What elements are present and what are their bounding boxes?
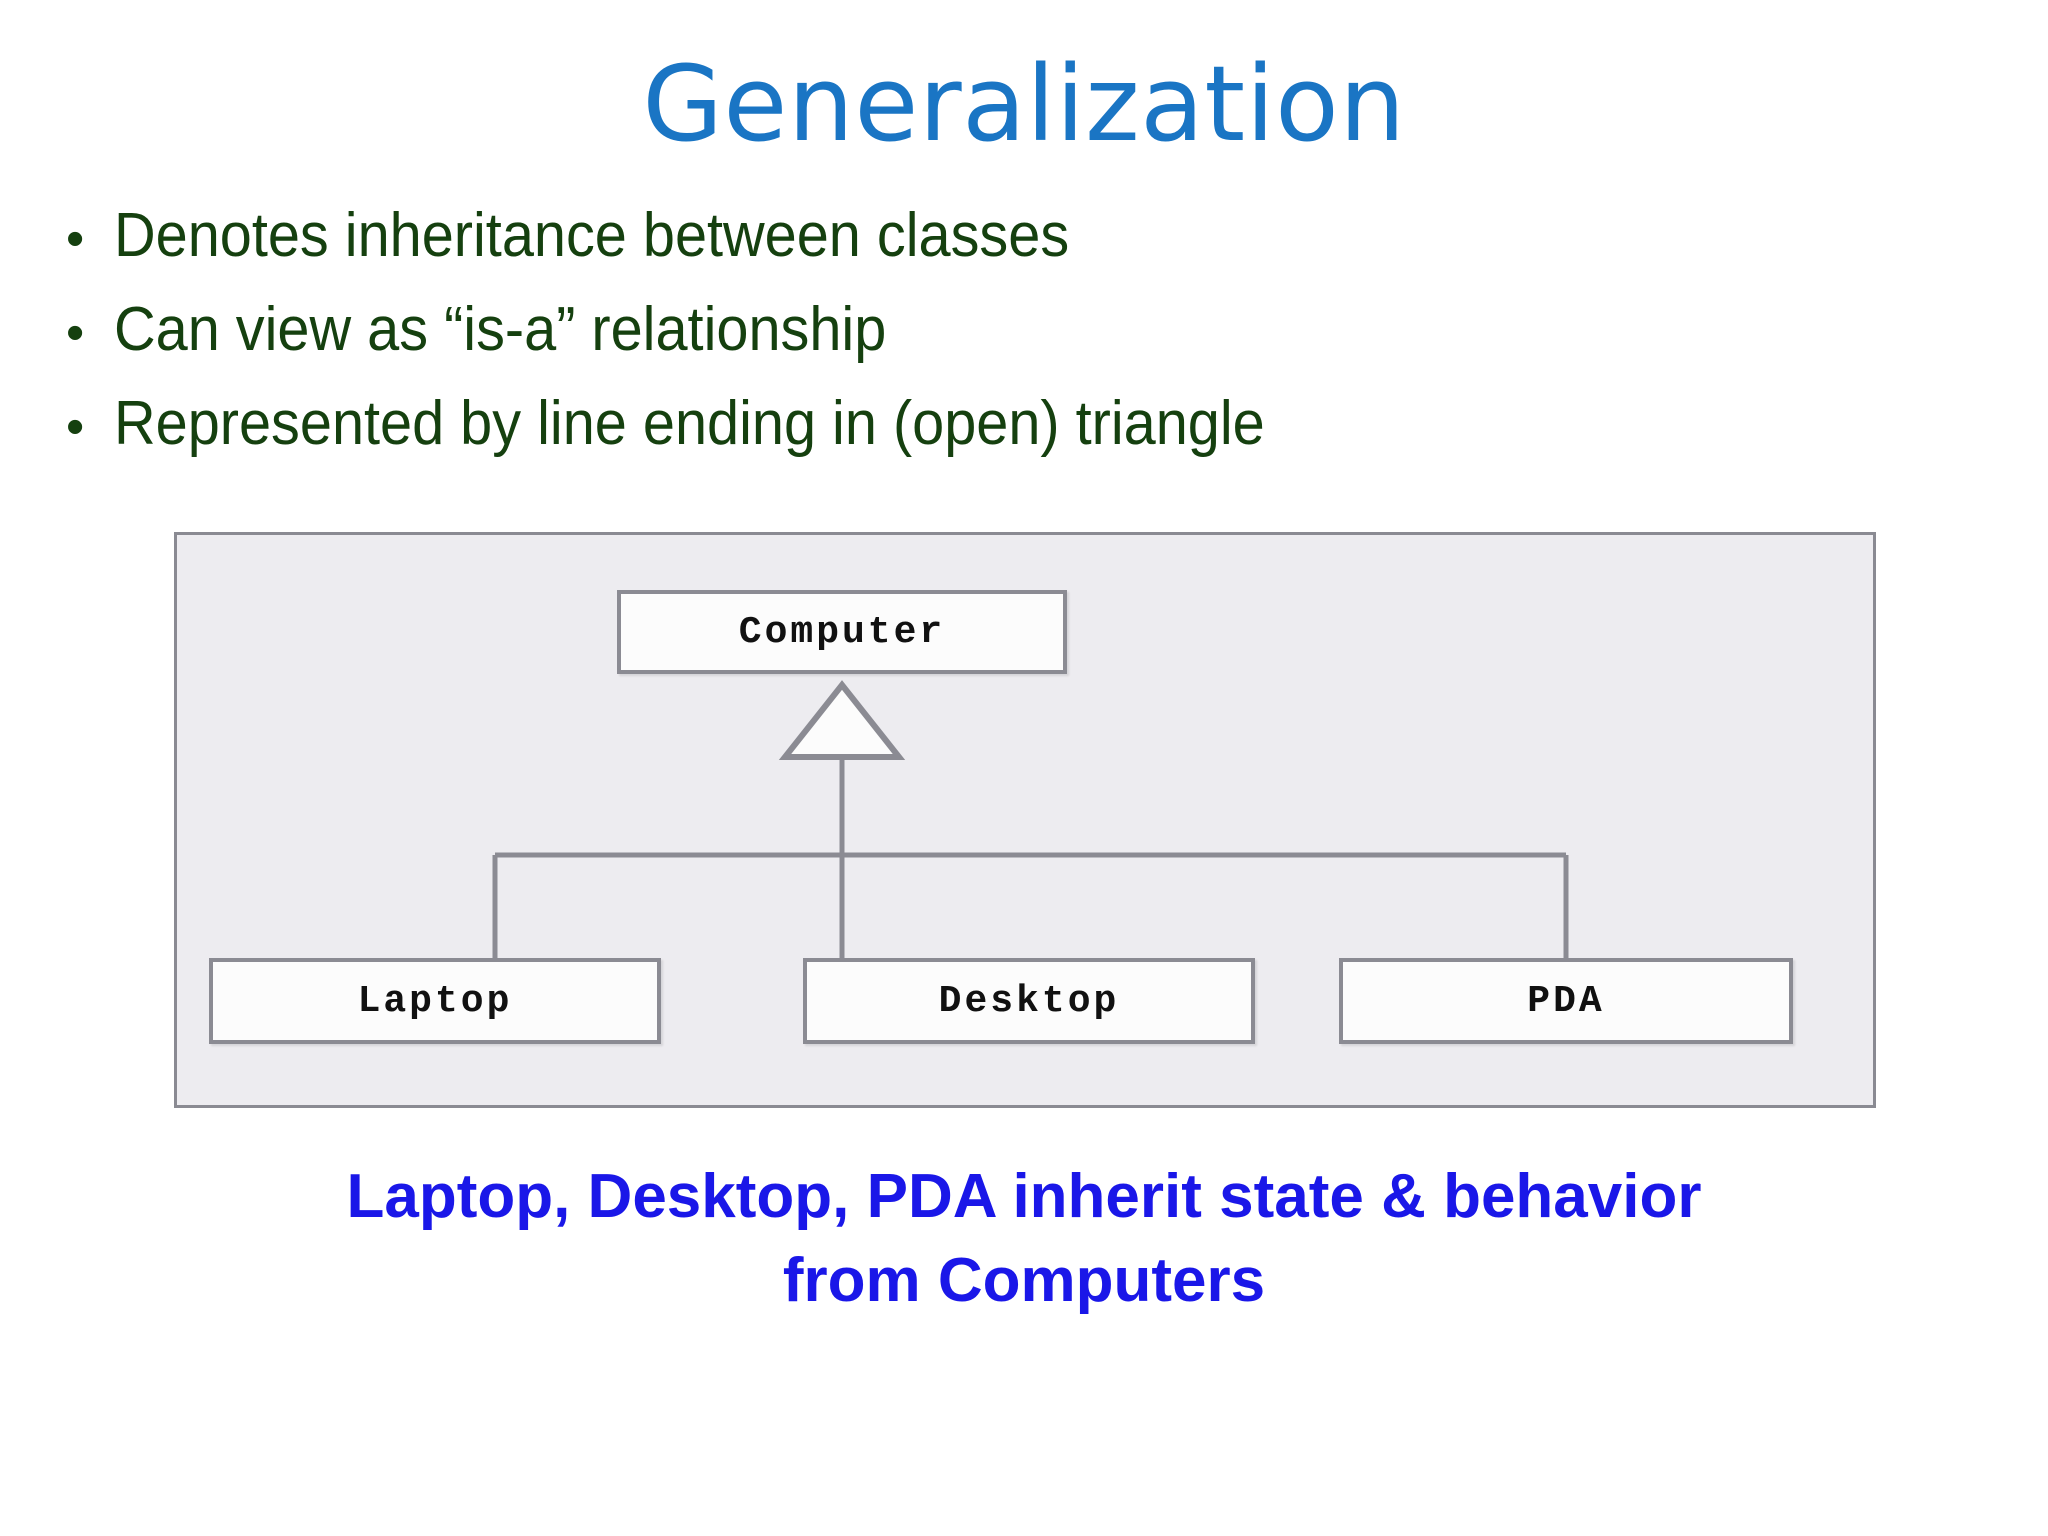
uml-class-box-laptop[interactable]: Laptop	[209, 958, 661, 1044]
uml-class-box-computer[interactable]: Computer	[617, 590, 1067, 674]
list-item: • Denotes inheritance between classes	[52, 200, 1852, 272]
page-title: Generalization	[642, 43, 1406, 165]
bullet-text: Represented by line ending in (open) tri…	[114, 389, 1265, 458]
bullet-dot-icon: •	[66, 210, 85, 268]
bullet-text: Denotes inheritance between classes	[114, 201, 1070, 270]
uml-class-name: PDA	[1527, 979, 1605, 1023]
uml-class-name: Computer	[738, 610, 946, 654]
uml-connector-lines	[492, 680, 1569, 959]
uml-class-name: Desktop	[938, 979, 1120, 1023]
caption-line-1: Laptop, Desktop, PDA inherit state & beh…	[346, 1162, 1702, 1231]
bullet-dot-icon: •	[66, 304, 85, 362]
uml-class-name: Laptop	[357, 979, 513, 1023]
bullet-text: Can view as “is-a” relationship	[114, 295, 887, 364]
caption-line-2: from Computers	[782, 1246, 1266, 1315]
list-item: • Can view as “is-a” relationship	[52, 294, 1852, 366]
uml-class-box-desktop[interactable]: Desktop	[803, 958, 1255, 1044]
uml-class-box-pda[interactable]: PDA	[1339, 958, 1793, 1044]
bullet-dot-icon: •	[66, 398, 85, 456]
list-item: • Represented by line ending in (open) t…	[52, 388, 1852, 460]
open-triangle-icon	[778, 680, 906, 760]
diagram-caption: Laptop, Desktop, PDA inherit state & beh…	[0, 1155, 2048, 1323]
uml-class-diagram: Computer Laptop Desktop PDA	[174, 532, 1876, 1108]
bullet-list: • Denotes inheritance between classes • …	[52, 200, 1852, 482]
